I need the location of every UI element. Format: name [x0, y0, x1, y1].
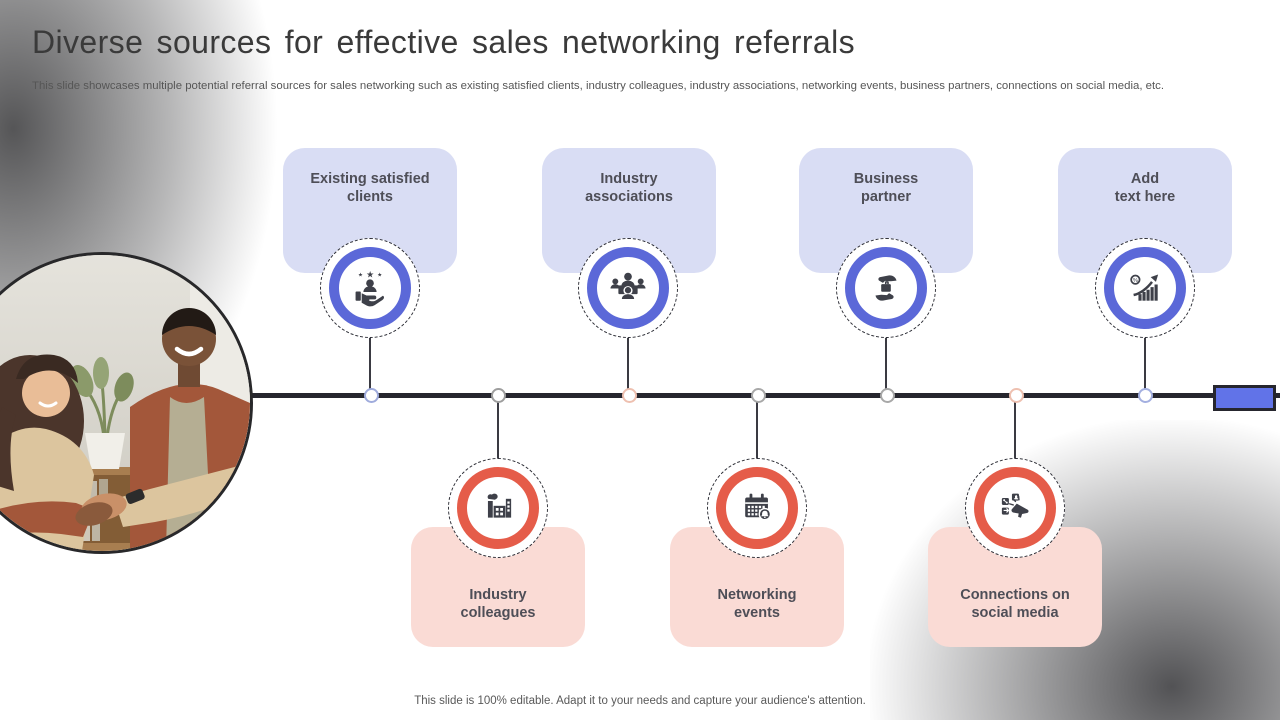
label-line: Business — [853, 171, 919, 187]
label-line: social media — [971, 605, 1059, 621]
label-line: colleagues — [460, 605, 536, 621]
icon-ring — [716, 467, 798, 549]
medallion-industry-colleagues — [448, 458, 548, 558]
timeline-node — [622, 388, 637, 403]
timeline-node — [1138, 388, 1153, 403]
label-line: Existing satisfied — [310, 171, 430, 187]
label-line: partner — [861, 189, 911, 205]
footer-note: This slide is 100% editable. Adapt it to… — [414, 695, 866, 707]
icon-ring — [845, 247, 927, 329]
svg-text:%: % — [1133, 278, 1138, 284]
card-label: Connections on social media — [960, 586, 1070, 622]
handshake-photo — [0, 252, 253, 554]
icon-ring — [587, 247, 669, 329]
card-label: Business partner — [854, 170, 918, 206]
timeline-node — [880, 388, 895, 403]
card-label: Add text here — [1115, 170, 1175, 206]
card-label: Networking events — [718, 586, 797, 622]
handshake-photo-illustration — [0, 255, 250, 551]
business-meeting-icon — [607, 267, 649, 309]
slide-description: This slide showcases multiple potential … — [32, 80, 1165, 92]
svg-text:★: ★ — [358, 273, 363, 279]
connector-line — [1014, 398, 1016, 460]
svg-text:★: ★ — [366, 270, 374, 280]
partnership-hands-icon — [865, 267, 907, 309]
icon-ring — [457, 467, 539, 549]
timeline-node — [491, 388, 506, 403]
connector-line — [756, 398, 758, 460]
medallion-industry-associations — [578, 238, 678, 338]
connector-line — [885, 336, 887, 396]
label-line: clients — [347, 189, 393, 205]
page-title: Diverse sources for effective sales netw… — [32, 24, 856, 60]
icon-ring: ★ ★ ★ — [329, 247, 411, 329]
social-media-promotion-icon — [994, 487, 1036, 529]
medallion-networking-events — [707, 458, 807, 558]
connector-line — [497, 398, 499, 460]
timeline-node — [364, 388, 379, 403]
medallion-add-text-here: % — [1095, 238, 1195, 338]
timeline-end-marker — [1213, 385, 1276, 411]
label-line: Industry — [600, 171, 658, 187]
connector-line — [369, 336, 371, 396]
medallion-existing-satisfied-clients: ★ ★ ★ — [320, 238, 420, 338]
icon-ring — [974, 467, 1056, 549]
timeline-node — [1009, 388, 1024, 403]
customer-satisfaction-icon: ★ ★ ★ — [349, 267, 391, 309]
card-label: Industry colleagues — [461, 586, 536, 622]
label-line: Add — [1130, 171, 1160, 187]
label-line: events — [734, 605, 780, 621]
icon-ring: % — [1104, 247, 1186, 329]
medallion-connections-social-media — [965, 458, 1065, 558]
label-line: Industry — [469, 587, 527, 603]
connector-line — [1144, 336, 1146, 396]
medallion-business-partner — [836, 238, 936, 338]
factory-icon — [477, 487, 519, 529]
growth-chart-icon: % — [1124, 267, 1166, 309]
label-line: associations — [585, 189, 673, 205]
card-label: Existing satisfied clients — [310, 170, 429, 206]
event-calendar-icon — [736, 487, 778, 529]
card-label: Industry associations — [585, 170, 673, 206]
connector-line — [627, 336, 629, 396]
svg-text:★: ★ — [377, 273, 382, 279]
label-line: text here — [1114, 189, 1176, 205]
timeline-node — [751, 388, 766, 403]
label-line: Networking — [717, 587, 797, 603]
label-line: Connections on — [960, 587, 1070, 603]
